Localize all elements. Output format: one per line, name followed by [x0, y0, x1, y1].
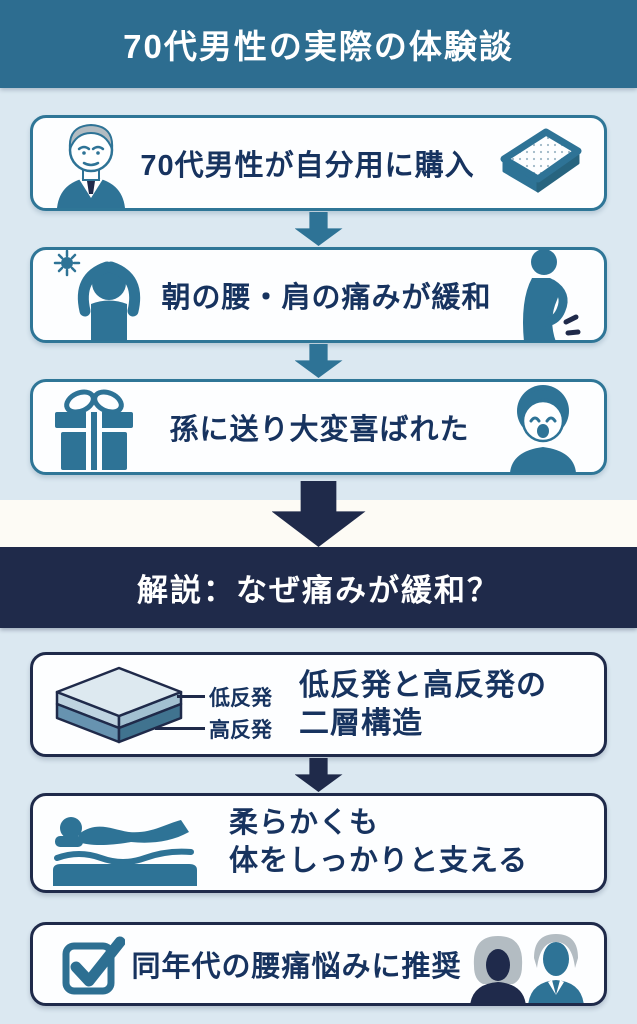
down-arrow-icon — [294, 758, 343, 792]
step-label: 同年代の腰痛悩みに推奨 — [131, 951, 462, 983]
back-pain-icon — [523, 249, 581, 342]
explanation-section: 低反発 高反発 低反発と高反発の 二層構造 柔らかくも 体をしっかりと支える — [0, 628, 637, 1006]
step-gift: 孫に送り大変喜ばれた — [30, 379, 607, 475]
elderly-man-icon — [57, 124, 125, 208]
structure-line-1: 低反発と高反発の — [299, 669, 547, 702]
leader-line-bottom — [155, 727, 205, 730]
checkbox-icon — [62, 936, 125, 995]
explanation-header: 解説：なぜ痛みが緩和？ — [0, 547, 637, 628]
sleeping-person-icon — [53, 817, 197, 886]
testimonial-section: 70代男性が自分用に購入 — [0, 88, 637, 500]
header: 70代男性の実際の体験談 — [0, 0, 637, 88]
down-arrow-icon — [294, 344, 343, 378]
gift-icon — [55, 389, 133, 470]
bottom-layer-label: 高反発 — [209, 719, 272, 742]
step-recommend: 同年代の腰痛悩みに推奨 — [30, 922, 607, 1006]
layered-mattress-diagram: 低反発 高反発 — [49, 655, 299, 754]
structure-line-2: 二層構造 — [299, 706, 423, 740]
explanation-title: 解説：なぜ痛みが緩和？ — [137, 573, 500, 608]
step-support: 柔らかくも 体をしっかりと支える — [30, 793, 607, 893]
mattress-icon — [500, 128, 582, 193]
morning-stretch-icon — [53, 249, 141, 341]
step-label: 70代男性が自分用に購入 — [140, 150, 475, 182]
two-layer-mattress-icon — [55, 666, 183, 744]
support-line-1: 柔らかくも — [229, 807, 380, 840]
leader-line-top — [177, 695, 205, 698]
page-title: 70代男性の実際の体験談 — [123, 28, 514, 65]
down-arrow-icon — [294, 212, 343, 246]
happy-grandson-icon — [510, 385, 576, 473]
step-structure: 低反発 高反発 低反発と高反発の 二層構造 — [30, 652, 607, 757]
elderly-couple-icon — [470, 934, 584, 1003]
support-line-2: 体をしっかりと支える — [229, 845, 529, 877]
step-label: 孫に送り大変喜ばれた — [169, 414, 470, 446]
structure-text: 低反発と高反発の 二層構造 — [299, 667, 588, 742]
step-purchase: 70代男性が自分用に購入 — [30, 115, 607, 211]
top-layer-label: 低反発 — [209, 687, 272, 710]
step-pain-relief: 朝の腰・肩の痛みが緩和 — [30, 247, 607, 343]
step-label: 朝の腰・肩の痛みが緩和 — [161, 282, 492, 314]
support-text: 柔らかくも 体をしっかりと支える — [201, 805, 588, 880]
section-divider — [0, 481, 637, 547]
